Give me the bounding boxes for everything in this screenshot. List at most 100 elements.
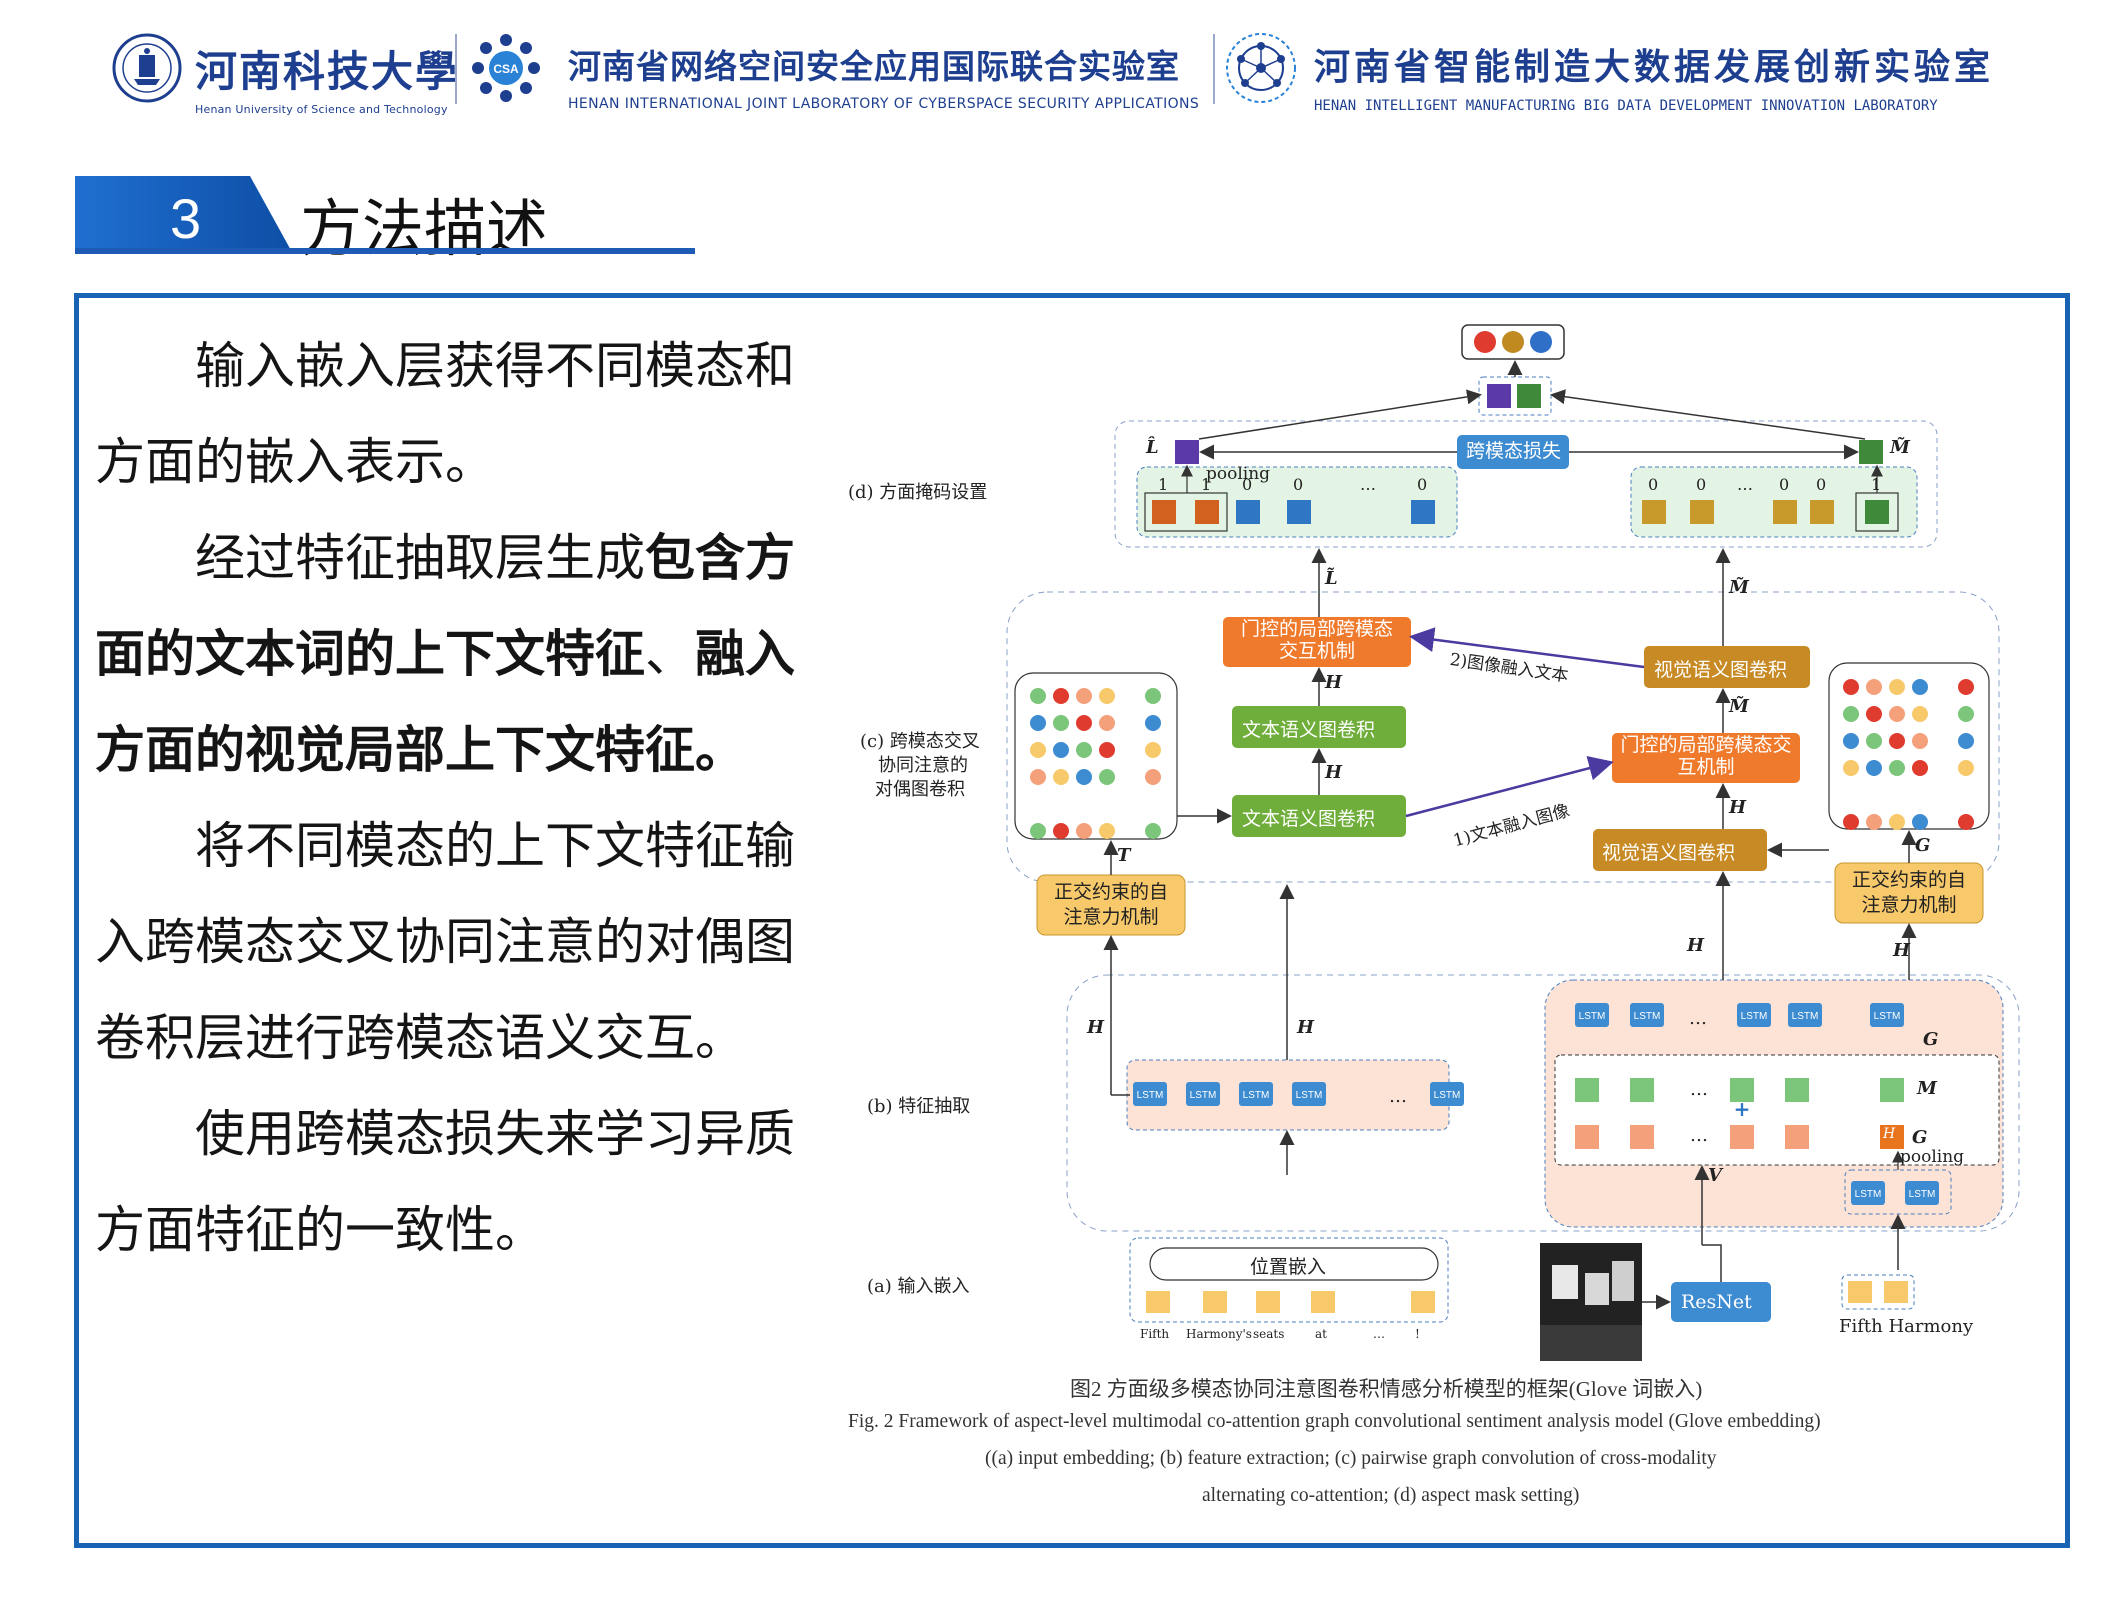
graph-node [1099, 769, 1115, 785]
aspect-hidden-symbol: H [1883, 1126, 1896, 1142]
lstm-cell [1788, 1003, 1822, 1027]
svg-text:+: + [1734, 1097, 1751, 1121]
dots: … [1690, 1125, 1708, 1146]
output-class-negative [1474, 331, 1496, 353]
lstm-cell-label: LSTM [1792, 1011, 1819, 1022]
section-number: 3 [170, 187, 202, 250]
paragraph-2: 经过特征抽取层生成包含方面的文本词的上下文特征、融入方面的视觉局部上下文特征。 [95, 510, 815, 798]
paragraph-2-separator: 、 [645, 625, 695, 683]
dots: … [1690, 1079, 1708, 1100]
method-description: 输入嵌入层获得不同模态和方面的嵌入表示。 经过特征抽取层生成包含方面的文本词的上… [95, 318, 815, 1278]
graph-node [1076, 769, 1092, 785]
mask-value: 0 [1417, 475, 1428, 494]
text-hidden-1-symbol: H [1325, 762, 1343, 783]
text-semantic-symbol: T [1117, 845, 1131, 866]
visual-hidden-symbol-right: H [1893, 940, 1911, 961]
text-aspect-symbol: L̂ [1146, 437, 1159, 458]
paragraph-1: 输入嵌入层获得不同模态和方面的嵌入表示。 [95, 337, 795, 491]
lstm-cell [1292, 1082, 1326, 1106]
graph-node [1958, 733, 1974, 749]
graph-node [1912, 733, 1928, 749]
graph-node [1866, 679, 1882, 695]
visual-aspect-symbol: M̃ [1890, 437, 1910, 458]
mask-value: … [1360, 475, 1376, 494]
university-logo [112, 28, 182, 108]
graph-node [1843, 733, 1859, 749]
graph-node [1912, 679, 1928, 695]
lab1-name: 河南省网络空间安全应用国际联合实验室 HENAN INTERNATIONAL J… [568, 40, 1199, 112]
text-gcn-bottom-label: 文本语义图卷积 [1242, 808, 1376, 830]
text-gcn-output-symbol: L̃ [1325, 568, 1338, 589]
graph-node [1843, 760, 1859, 776]
lstm-cell [1133, 1082, 1167, 1106]
graph-node [1099, 823, 1115, 839]
graph-node [1099, 688, 1115, 704]
mask-matrix-symbol: M [1917, 1078, 1937, 1099]
header-divider [1213, 34, 1215, 104]
global-visual-symbol: G [1923, 1029, 1939, 1050]
graph-node [1912, 760, 1928, 776]
section-number-ribbon [75, 176, 293, 254]
input-word: Harmony's [1186, 1327, 1252, 1341]
ortho-attention-right-label: 正交约束的自注意力机制 [1851, 869, 1966, 916]
paragraph-2-bold-visual-context: 融入方面的视觉局部上下文特征。 [95, 625, 795, 779]
lstm-cell [1851, 1181, 1885, 1205]
visual-graph-matrix [1828, 662, 1990, 830]
text-gcn-bottom [1232, 795, 1406, 837]
mask-value: 0 [1293, 475, 1304, 494]
lstm-cell-label: LSTM [1434, 1090, 1461, 1101]
graph-node [1866, 814, 1882, 830]
visual-gcn-output-symbol: M̃ [1729, 577, 1749, 598]
input-word: … [1373, 1327, 1385, 1341]
graph-node [1030, 769, 1046, 785]
mask-value: … [1737, 475, 1753, 494]
visual-gcn-bottom-label: 视觉语义图卷积 [1602, 842, 1736, 864]
graph-node [1866, 733, 1882, 749]
output-class-positive [1530, 331, 1552, 353]
graph-node [1889, 814, 1905, 830]
graph-node [1030, 823, 1046, 839]
university-seal-icon [112, 33, 182, 103]
input-word: seats [1253, 1327, 1285, 1341]
lstm-cell-label: LSTM [1855, 1189, 1882, 1200]
pooling-label-top: pooling [1206, 464, 1271, 484]
graph-node [1053, 688, 1069, 704]
label-section-d: (d) 方面掩码设置 [848, 482, 988, 503]
visual-gcn-top-label: 视觉语义图卷积 [1654, 659, 1788, 681]
section-d-container [1114, 420, 1938, 548]
lstm-cell [1905, 1181, 1939, 1205]
position-embedding-box [1149, 1247, 1439, 1281]
graph-node [1958, 814, 1974, 830]
text-gcn-top-label: 文本语义图卷积 [1242, 719, 1376, 741]
visual-aspect-rep [1859, 440, 1883, 464]
input-word: Fifth [1140, 1327, 1170, 1341]
lstm-cell-label: LSTM [1579, 1011, 1606, 1022]
svg-text:CSA: CSA [493, 62, 519, 76]
mask-value: 0 [1696, 475, 1707, 494]
graph-node [1889, 706, 1905, 722]
visual-hidden-symbol: H [1687, 935, 1705, 956]
graph-node [1889, 733, 1905, 749]
section-heading: 方法描述 [300, 192, 549, 265]
graph-node [1053, 715, 1069, 731]
lstm-cell-label: LSTM [1296, 1090, 1323, 1101]
input-word: at [1315, 1327, 1327, 1341]
graph-node [1889, 760, 1905, 776]
graph-node [1099, 742, 1115, 758]
paragraph-2-bold-text-context: 包含方面的文本词的上下文特征 [95, 529, 795, 683]
caption-en-1: Fig. 2 Framework of aspect-level multimo… [848, 1411, 1821, 1432]
input-word: ! [1415, 1327, 1420, 1341]
graph-node [1958, 760, 1974, 776]
position-embedding-label: 位置嵌入 [1250, 1256, 1327, 1278]
mask-value: 0 [1648, 475, 1659, 494]
label-section-c-2: 协同注意的 [878, 755, 968, 776]
graph-node [1912, 706, 1928, 722]
lstm-cell-label: LSTM [1741, 1011, 1768, 1022]
aspect-visual-symbol: G [1912, 1127, 1928, 1148]
output-class-neutral [1502, 331, 1524, 353]
lstm-cell-label: LSTM [1190, 1090, 1217, 1101]
mask-value: 0 [1779, 475, 1790, 494]
lab2-name: 河南省智能制造大数据发展创新实验室 HENAN INTELLIGENT MANU… [1314, 38, 1994, 114]
